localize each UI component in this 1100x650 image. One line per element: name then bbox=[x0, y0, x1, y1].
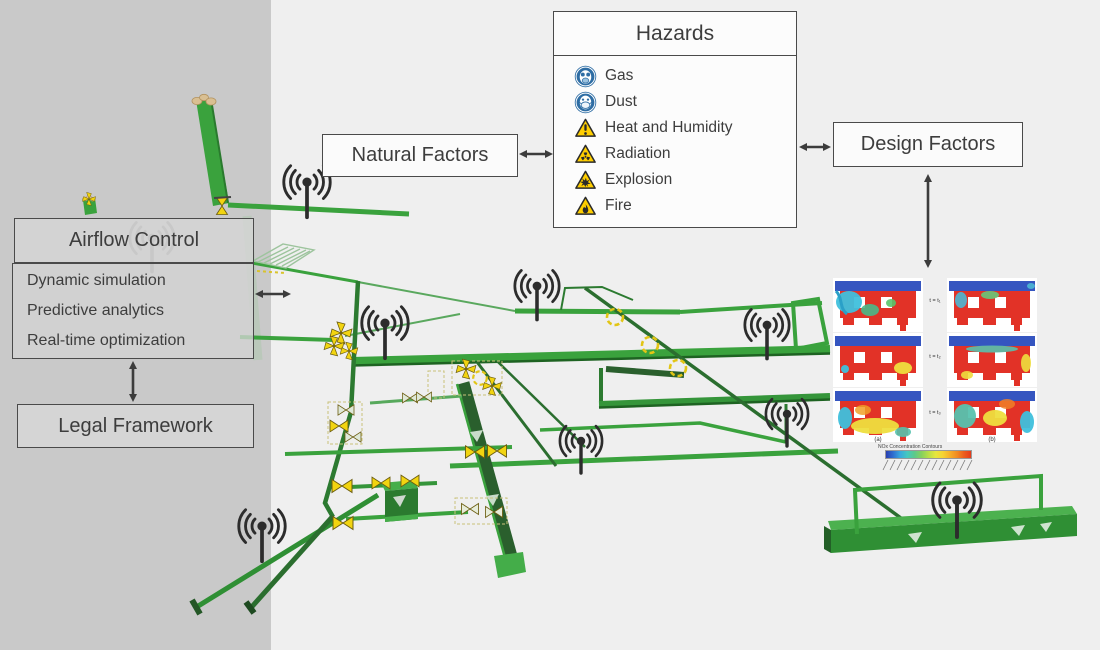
hazard-label: Radiation bbox=[605, 145, 671, 162]
cfd-panel-b1 bbox=[947, 278, 1037, 332]
valve-icon bbox=[337, 404, 355, 416]
airflow-control-title: Airflow Control bbox=[68, 229, 200, 251]
design-factors-label: Design Factors bbox=[860, 133, 996, 155]
time-label-1: t = t₁ bbox=[929, 298, 941, 304]
explosion-icon bbox=[574, 169, 597, 192]
airflow-item: Dynamic simulation bbox=[27, 272, 166, 289]
hazards-list: Gas Dust Heat and Humidity Radiation bbox=[554, 56, 796, 223]
valve-icon bbox=[216, 197, 228, 215]
main-drift-tube bbox=[455, 381, 526, 578]
connector-arrows bbox=[129, 143, 932, 402]
subfigure-label-a: (a) bbox=[874, 437, 882, 443]
colorbar-ticks bbox=[882, 459, 973, 471]
hazard-item: Heat and Humidity bbox=[574, 115, 790, 141]
valve-icon bbox=[329, 419, 349, 433]
subfigure-label-b: (b) bbox=[988, 437, 996, 443]
hazards-box: Hazards Gas Dust Heat and Humidity bbox=[553, 11, 797, 228]
hazard-item: Radiation bbox=[574, 141, 790, 167]
colorbar bbox=[885, 450, 972, 459]
surface-duct bbox=[824, 506, 1077, 553]
wireframe-scaffold bbox=[251, 243, 316, 269]
airflow-item: Real-time optimization bbox=[27, 332, 186, 349]
design-factors-box: Design Factors bbox=[833, 122, 1023, 167]
airflow-control-items-box: Dynamic simulation Predictive analytics … bbox=[12, 263, 254, 359]
ventilation-shaft bbox=[83, 198, 97, 215]
hazard-item: Fire bbox=[574, 193, 790, 219]
hazard-item: Gas bbox=[574, 63, 790, 89]
hazards-title: Hazards bbox=[554, 12, 796, 56]
hazard-label: Gas bbox=[605, 67, 634, 84]
hazard-item: Dust bbox=[574, 89, 790, 115]
colorbar-title: NOx Concentration Contours bbox=[878, 444, 943, 450]
dust-mask-icon bbox=[574, 91, 597, 114]
legal-framework-label: Legal Framework bbox=[58, 414, 213, 437]
hazard-label: Explosion bbox=[605, 171, 673, 188]
valve-layer bbox=[82, 192, 688, 530]
hazard-label: Dust bbox=[605, 93, 637, 110]
cfd-panel-b2 bbox=[947, 333, 1037, 387]
airflow-control-box: Airflow Control bbox=[14, 218, 254, 263]
airflow-item: Predictive analytics bbox=[27, 302, 164, 319]
valve-icon bbox=[331, 479, 353, 493]
cfd-panel-a3 bbox=[833, 388, 923, 442]
valve-icon bbox=[344, 431, 362, 443]
gas-mask-icon bbox=[574, 65, 597, 88]
hazard-label: Fire bbox=[605, 197, 632, 214]
antenna-icon bbox=[359, 304, 411, 361]
antenna-icon bbox=[558, 424, 604, 475]
antenna-icon bbox=[236, 507, 288, 564]
hazard-item: Explosion bbox=[574, 167, 790, 193]
legal-framework-box: Legal Framework bbox=[17, 404, 254, 448]
cfd-panel-a2 bbox=[833, 333, 923, 387]
cfd-simulation-inset: t = t₁ t = t₂ t = t₃ (a) (b) NOx Concent… bbox=[828, 272, 1078, 478]
ghost-outlines bbox=[327, 360, 508, 525]
heat-warning-icon bbox=[574, 117, 597, 140]
cfd-panel-a1 bbox=[833, 278, 923, 332]
natural-factors-box: Natural Factors bbox=[322, 134, 518, 177]
natural-factors-label: Natural Factors bbox=[351, 144, 489, 166]
valve-icon bbox=[461, 503, 479, 515]
hazard-label: Heat and Humidity bbox=[605, 119, 733, 136]
ventilation-shaft bbox=[196, 98, 229, 206]
time-label-2: t = t₂ bbox=[929, 354, 941, 360]
fire-icon bbox=[574, 195, 597, 218]
cfd-panel-b3 bbox=[947, 388, 1037, 442]
radiation-icon bbox=[574, 143, 597, 166]
time-label-3: t = t₃ bbox=[929, 410, 941, 416]
valve-icon bbox=[416, 391, 432, 403]
